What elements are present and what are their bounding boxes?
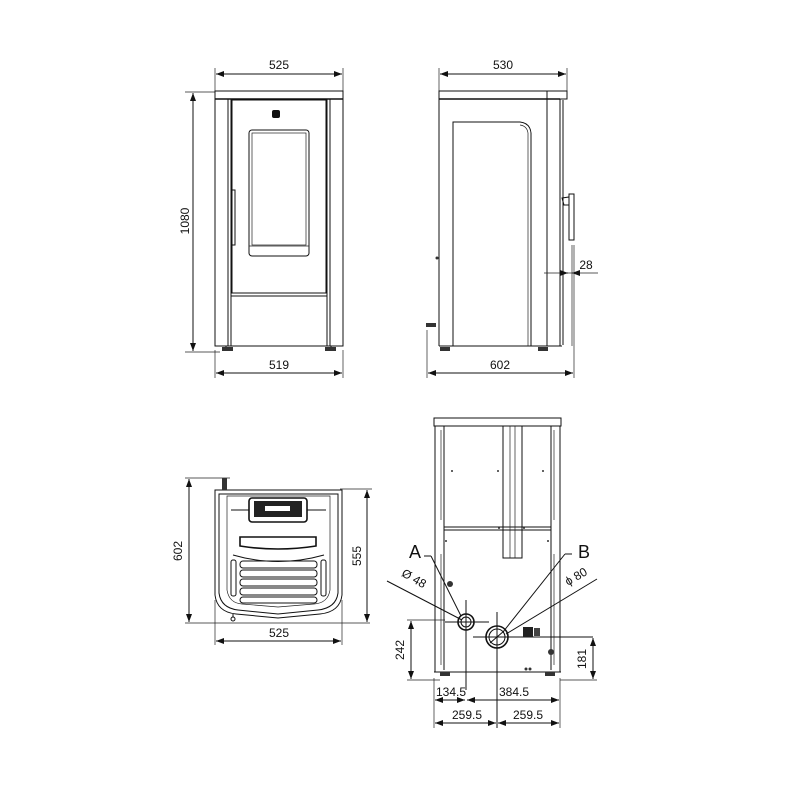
dim-half-right: 259.5 bbox=[513, 708, 543, 722]
foot-icon bbox=[222, 347, 233, 351]
dim-front-height: 1080 bbox=[178, 207, 192, 234]
dim-side-depth-top: 530 bbox=[493, 58, 513, 72]
foot-icon bbox=[440, 347, 450, 351]
dim-offset-left: 134.5 bbox=[436, 685, 466, 699]
dim-top-depth-total: 602 bbox=[171, 541, 185, 561]
rear-view: A B Ø 48 ϕ 80 242 181 134.5 384.5 259.5 … bbox=[386, 417, 598, 728]
front-view: 525 519 1080 bbox=[178, 58, 344, 378]
label-outlet-a: A bbox=[409, 542, 421, 562]
pipe-stub-icon bbox=[426, 323, 436, 327]
dim-top-depth-body: 555 bbox=[350, 546, 364, 566]
dim-side-depth-total: 602 bbox=[490, 358, 510, 372]
dim-half-left: 259.5 bbox=[452, 708, 482, 722]
logo-icon bbox=[272, 110, 280, 118]
foot-icon bbox=[325, 347, 336, 351]
dim-front-width-bottom: 519 bbox=[269, 358, 289, 372]
dim-height-a: 242 bbox=[393, 640, 407, 660]
dim-top-width: 525 bbox=[269, 626, 289, 640]
dim-diameter-b: ϕ 80 bbox=[562, 564, 590, 588]
dim-height-b: 181 bbox=[575, 649, 589, 669]
side-view: 530 602 28 bbox=[426, 58, 598, 378]
foot-icon bbox=[538, 347, 548, 351]
dim-offset-right: 384.5 bbox=[499, 685, 529, 699]
dim-front-width-top: 525 bbox=[269, 58, 289, 72]
label-outlet-b: B bbox=[578, 542, 590, 562]
top-view: 602 555 525 bbox=[171, 477, 372, 645]
dim-side-door-offset: 28 bbox=[579, 258, 593, 272]
dim-diameter-a: Ø 48 bbox=[399, 566, 429, 591]
